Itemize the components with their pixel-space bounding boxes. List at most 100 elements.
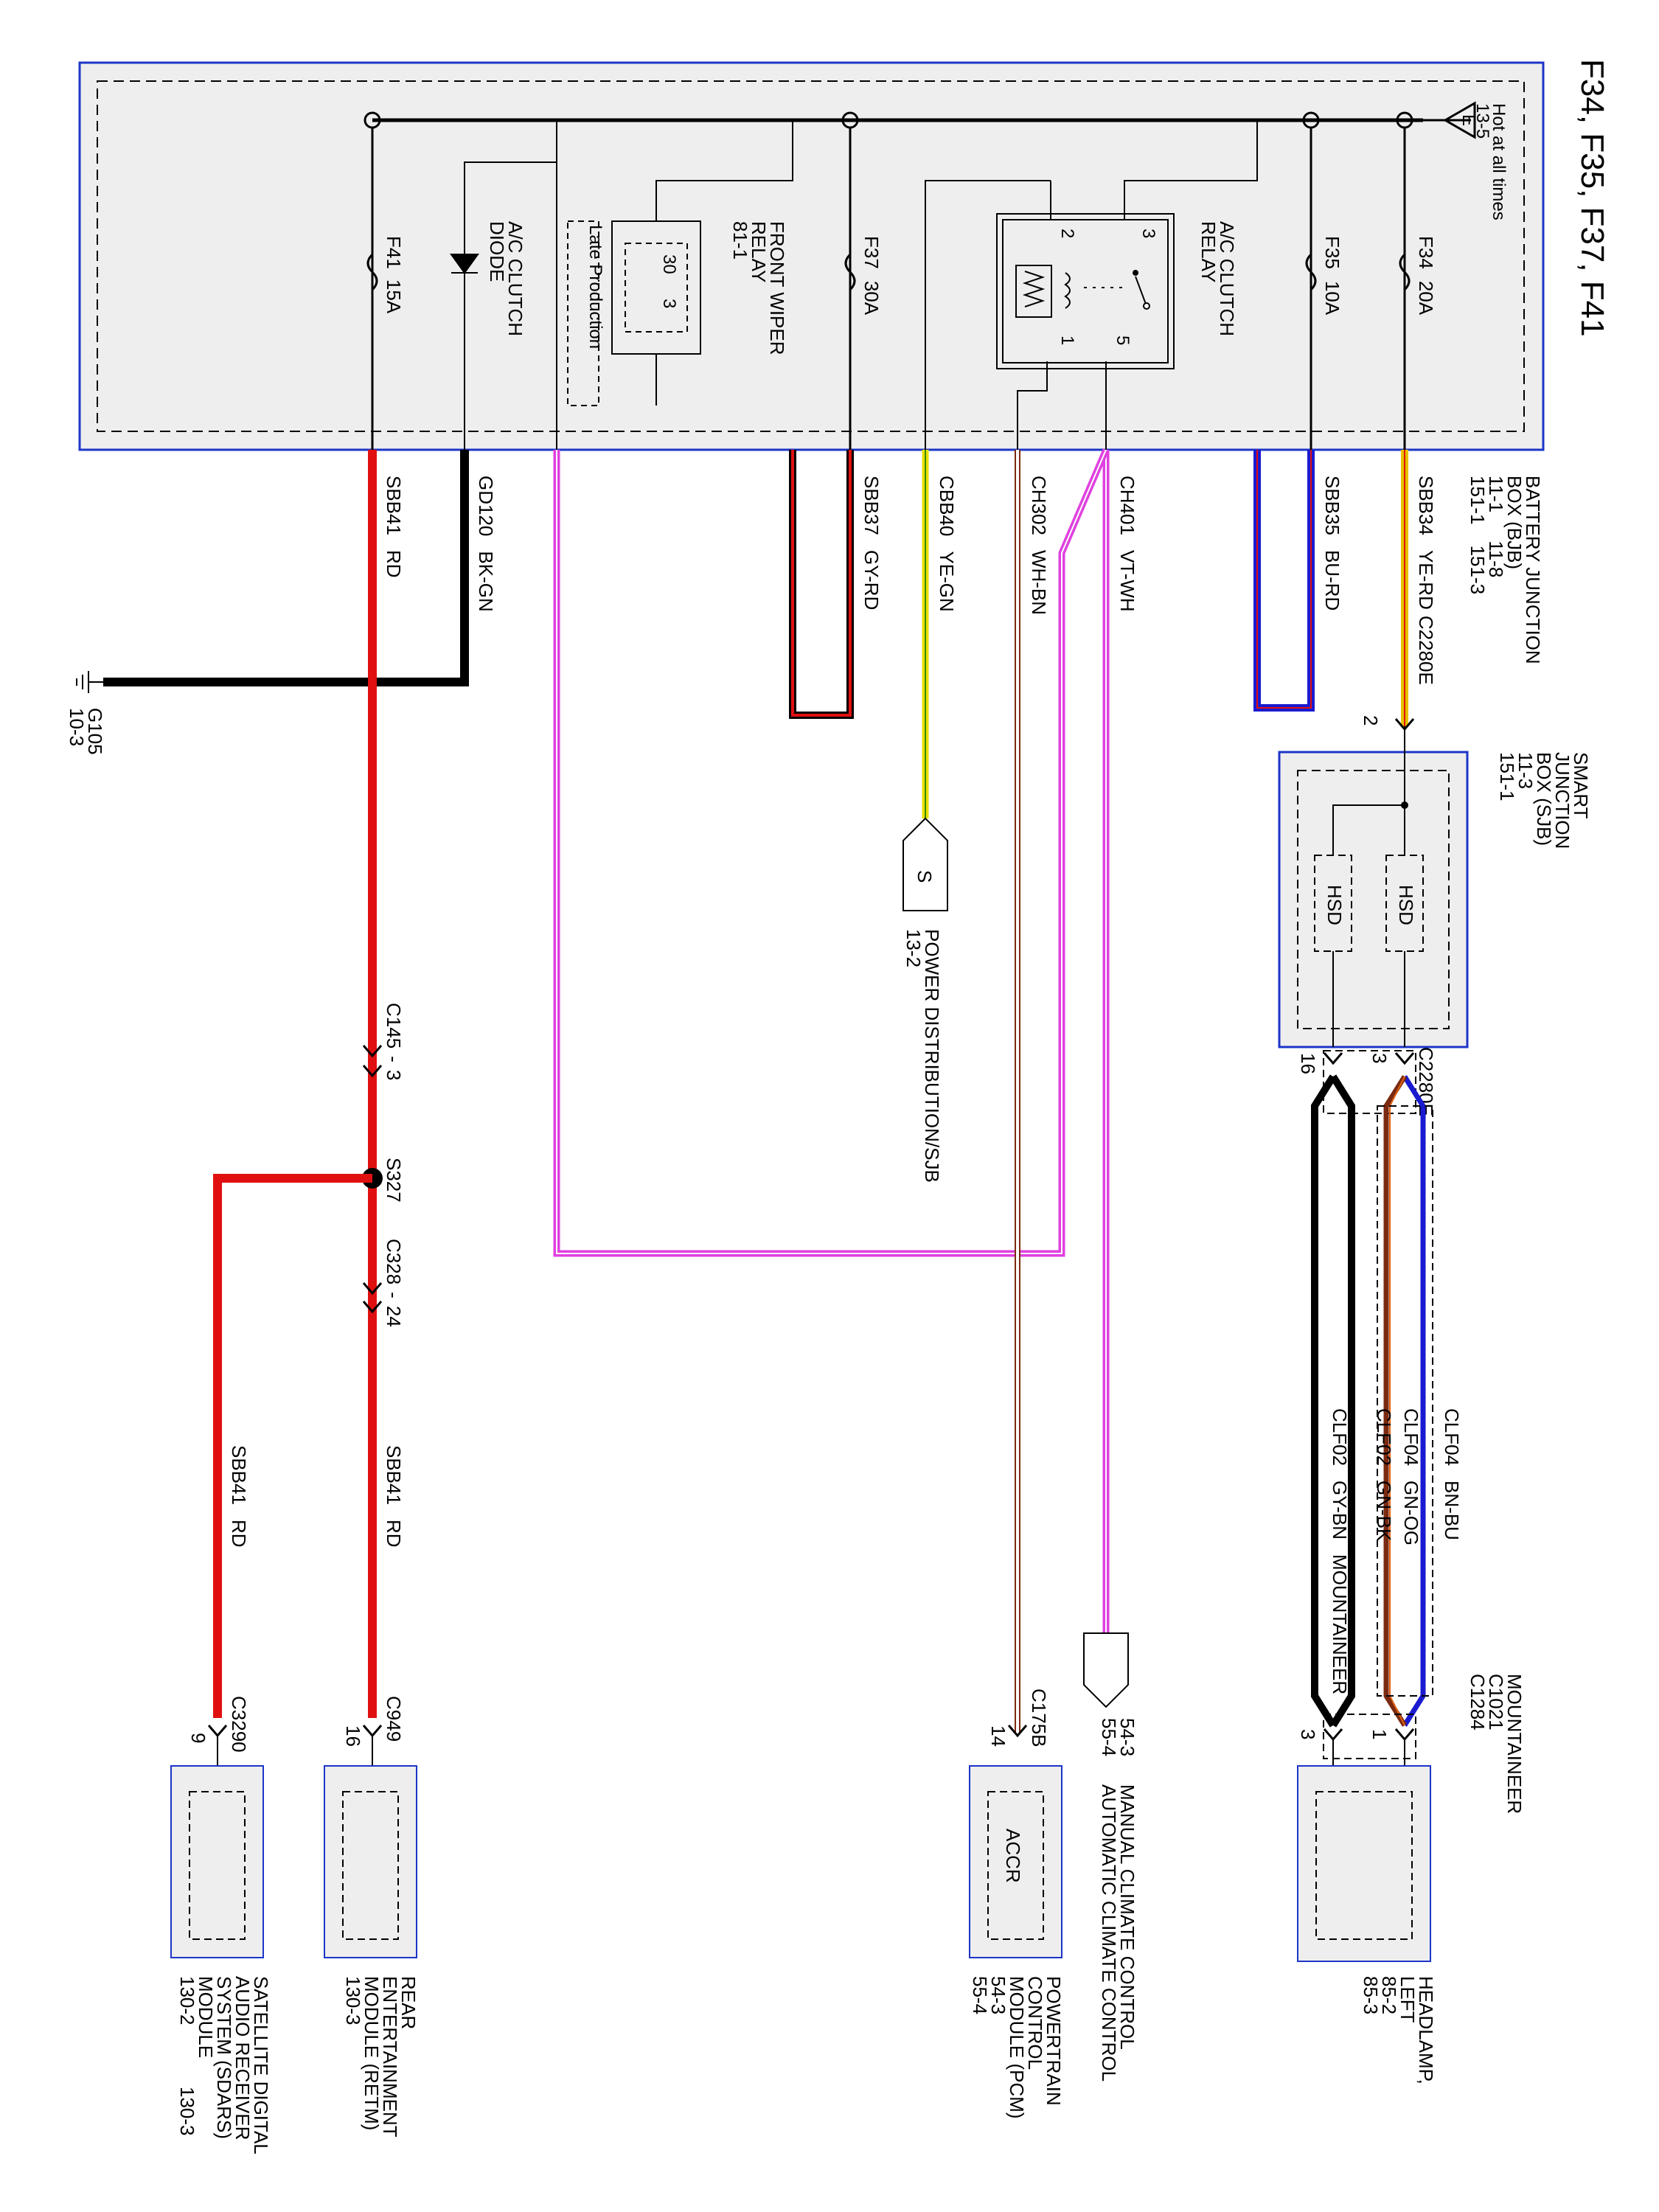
retm-label-2: ENTERTAINMENT xyxy=(379,1976,401,2138)
wire-diode-link-stripe xyxy=(556,449,1107,1254)
connector-c175b-icon xyxy=(1007,1725,1028,1738)
clf04-pair xyxy=(1383,1075,1426,1727)
clf-label-2: CLF04GN-OG xyxy=(1400,1408,1422,1545)
retm-label-4: 130-3 xyxy=(342,1976,364,2025)
power-distribution-connector xyxy=(902,817,948,911)
connector-c2280e-pin-3: 3 xyxy=(1368,1053,1391,1063)
hsd-1-label: HSD xyxy=(1395,885,1417,925)
wire-gd120 xyxy=(103,450,469,686)
relay-pin-3: 3 xyxy=(1138,229,1158,238)
splice-s327-label: S327 xyxy=(383,1158,405,1203)
connector-c949-pin: 16 xyxy=(342,1725,364,1747)
battery-junction-box xyxy=(78,61,1545,451)
ac-relay-label-2: RELAY xyxy=(1197,221,1220,282)
connector-c949-icon xyxy=(362,1725,383,1738)
fuse-taps xyxy=(364,111,1413,450)
sdars-label-2: AUDIO RECEIVER xyxy=(232,1976,254,2140)
sdars-label-1: SATELLITE DIGITAL xyxy=(250,1976,272,2154)
front-wiper-relay: 30 3 Late Production xyxy=(567,220,701,406)
wire-label-gd120: GD120BK-GN xyxy=(475,476,497,612)
sjb-refs-1: 11-3 xyxy=(1514,752,1537,789)
headlamp-label-1: HEADLAMP, xyxy=(1415,1976,1437,2084)
hsd-2-label: HSD xyxy=(1324,885,1346,925)
headlamp-inner xyxy=(1315,1791,1413,1940)
connector-c1021-label: C1021 xyxy=(1485,1674,1507,1731)
sjb-refs-2: 151-1 xyxy=(1496,752,1518,801)
headlamp-label-3: 85-2 xyxy=(1378,1976,1400,2014)
wire-label-sbb41-retm: SBB41RD xyxy=(383,1445,405,1548)
clf-label-3: CLF02GN-BK xyxy=(1373,1408,1395,1542)
connector-c1021-pin-1: 1 xyxy=(1368,1729,1391,1739)
sdars-inner xyxy=(189,1791,246,1940)
wire-label-sbb41-sdars: SBB41RD xyxy=(228,1445,250,1548)
mountaineer-top-label: MOUNTAINEER xyxy=(1503,1674,1526,1814)
wire-label-sbb34: SBB34YE-RDC2280E xyxy=(1415,476,1437,685)
sdars-ref-2: 130-3 xyxy=(176,2087,198,2136)
ground-ref: 10-3 xyxy=(66,708,88,746)
page-title: F34, F35, F37, F41 xyxy=(1574,59,1610,337)
ground-name: G105 xyxy=(84,708,106,755)
wire-label-ch302: CH302WH-BN xyxy=(1028,476,1050,615)
wire-label-sbb37: SBB37GY-RD xyxy=(860,476,883,610)
wire-diode-link xyxy=(553,448,1110,1257)
power-dist-name: POWER DISTRIBUTION/SJB xyxy=(921,929,943,1183)
climate-ref-2: 55-4 xyxy=(1098,1718,1120,1756)
fuse-label-f37: F3730A xyxy=(860,236,883,316)
sdars-module xyxy=(170,1765,264,1958)
ac-clutch-diode xyxy=(450,120,557,450)
retm-label-1: REAR xyxy=(397,1976,420,2029)
diode-label: A/C CLUTCH xyxy=(504,221,526,336)
clf02-pair xyxy=(1311,1074,1355,1728)
wire-sbb37-stripe xyxy=(791,450,852,717)
connector-c1284-label: C1284 xyxy=(1467,1674,1489,1731)
relay-pin-1: 1 xyxy=(1057,335,1077,345)
wire-label-sbb41: SBB41RD xyxy=(383,476,405,578)
sjb-wiring xyxy=(1332,726,1408,1047)
sjb-inner xyxy=(1297,770,1450,1029)
climate-ref-1: 54-3 xyxy=(1116,1718,1138,1756)
power-dist-ref: 13-2 xyxy=(902,929,925,967)
pcm-inner-label: ACCR xyxy=(1002,1829,1024,1883)
hot-ref: 13-5 xyxy=(1472,103,1492,139)
pcm-inner xyxy=(987,1791,1044,1940)
connector-c3290-label: C3290 xyxy=(228,1696,250,1753)
connector-c145-label: C145-3 xyxy=(383,1003,405,1080)
hot-label: Hot at all times xyxy=(1489,103,1509,220)
clf-label-4: CLF02GY-BNMOUNTAINEER xyxy=(1329,1408,1351,1694)
clf-label-1: CLF04BN-BU xyxy=(1441,1408,1463,1540)
pcm-module xyxy=(969,1765,1062,1958)
bjb-name: BATTERY JUNCTION xyxy=(1522,476,1544,664)
relay-switch-icon xyxy=(1135,276,1147,307)
sjb-name-2: JUNCTION xyxy=(1551,752,1573,849)
c2280e-bottom-box xyxy=(1323,1050,1416,1114)
relay-pin-5: 5 xyxy=(1113,335,1133,345)
clf04-shield xyxy=(1377,1105,1433,1697)
ac-clutch-relay: 3 2 1 5 xyxy=(996,213,1175,369)
wiper-relay-wiring xyxy=(655,120,793,406)
ac-relay-wiring xyxy=(925,120,1258,450)
hot-supply-icon xyxy=(1442,101,1476,139)
power-dist-letter: S xyxy=(914,870,936,883)
pcm-label-2: CONTROL xyxy=(1024,1976,1046,2070)
connector-c2280e-bottom-label: C2280E xyxy=(1415,1047,1437,1116)
climate-control-connector xyxy=(1083,1632,1129,1708)
connector-c3290-icon xyxy=(207,1725,228,1738)
wiper-relay-ref: 81-1 xyxy=(729,221,751,260)
pcm-label-1: POWERTRAIN xyxy=(1043,1976,1065,2106)
hsd-2 xyxy=(1314,855,1352,952)
ac-relay-label: A/C CLUTCH xyxy=(1216,221,1238,336)
wire-label-cbb40: CBB40YE-GN xyxy=(936,476,958,612)
wiper-pin-30: 30 xyxy=(659,254,679,274)
retm-label-3: MODULE (RETM) xyxy=(361,1976,383,2130)
headlamp-label-2: LEFT xyxy=(1397,1976,1419,2023)
diode-label-2: DIODE xyxy=(486,221,508,282)
wire-label-ch401: CH401VT-WH xyxy=(1116,476,1138,612)
connector-c328-label: C328-24 xyxy=(383,1239,405,1327)
sdars-label-3: SYSTEM (SDARS) xyxy=(213,1976,235,2139)
pcm-label-4: 54-3 xyxy=(987,1976,1009,2014)
connector-c328-icon xyxy=(362,1282,383,1314)
bjb-name-2: BOX (BJB) xyxy=(1503,476,1526,569)
headlamp-left-module xyxy=(1297,1765,1431,1962)
wiper-pin-3: 3 xyxy=(659,299,679,308)
